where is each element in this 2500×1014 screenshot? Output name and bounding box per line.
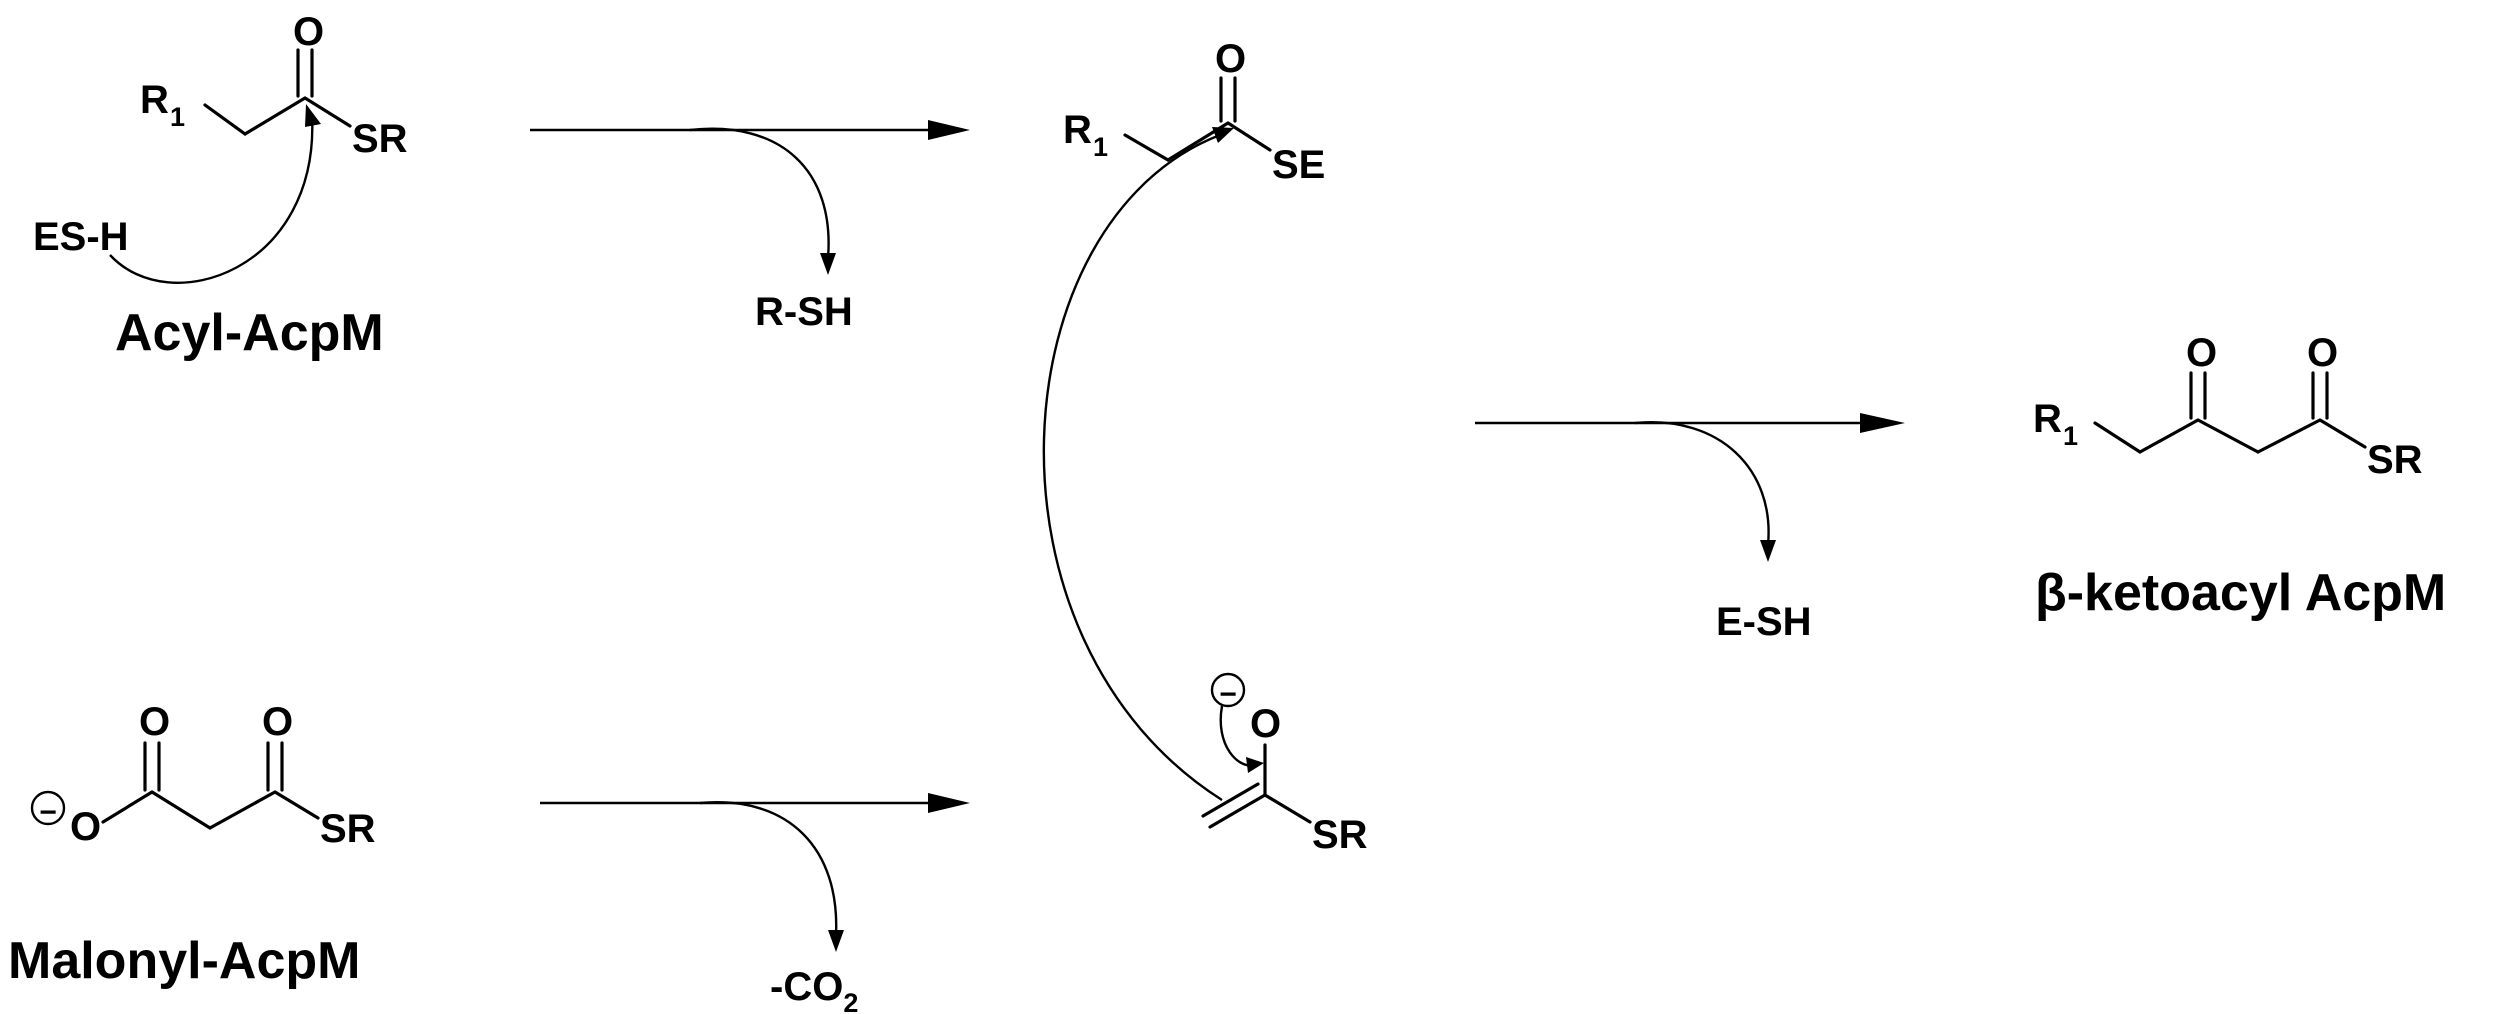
bond-c1-ch2: [150, 790, 212, 830]
enzyme-r-label: R: [1063, 108, 1092, 152]
attack-curly-arrow: [109, 114, 314, 284]
bond-carbonyl-s: [303, 96, 352, 128]
enolate-charge-sign: −: [1219, 678, 1237, 711]
malonyl-keto-o: O: [262, 700, 293, 744]
condensation-curly-arrow: [1042, 133, 1223, 802]
acyl-thioester-label: SR: [352, 117, 408, 161]
acyl-r-label: R: [140, 78, 169, 122]
step2-byproduct: -CO2: [770, 965, 858, 1014]
malonyl-acpm-name: Malonyl-AcpM: [8, 932, 360, 990]
bond-thio-c-s-p: [2318, 418, 2367, 449]
step2-release-head: [828, 930, 844, 952]
bond-enolate-c-ch2-b: [1201, 782, 1260, 818]
bond-ch2-c2: [208, 790, 277, 830]
product-r-subscript: 1: [2063, 421, 2078, 451]
step2-arrowhead: [928, 793, 970, 813]
enzyme-carbonyl-o: O: [1215, 37, 1246, 81]
attack-arrowhead: [305, 104, 321, 127]
step1-arrowhead: [928, 120, 970, 140]
step1-byproduct: R-SH: [755, 290, 853, 334]
step1-release-curve: [689, 127, 830, 259]
bond-r1-ch2-p: [2093, 421, 2142, 454]
step3-arrowhead: [1860, 413, 1905, 433]
bond-enolate-c-s: [1263, 793, 1312, 824]
acyl-nucleophile-label: ES-H: [33, 215, 129, 259]
enolate-charge-circle: [1210, 672, 1246, 708]
step3-release-curve: [1634, 421, 1770, 546]
enolate-o: O: [1250, 702, 1281, 746]
bond-enolate-c-ch2-a: [1208, 793, 1267, 829]
step2-reaction-arrow: -CO2: [540, 793, 970, 1014]
bond-ch2-thio-c-p: [2256, 418, 2322, 454]
malonyl-carboxylate-o: O: [70, 805, 101, 849]
acyl-enzyme-structure: R 1 O SE: [1063, 37, 1325, 187]
step3-reaction-arrow: E-SH: [1475, 413, 1905, 644]
acyl-acpm-structure: R 1 O SR ES-H Acyl-AcpM: [33, 10, 408, 362]
bond-c2-s: [273, 790, 320, 820]
enzyme-r-subscript: 1: [1093, 132, 1108, 162]
step3-byproduct: E-SH: [1716, 600, 1812, 644]
enzyme-thioester-label: SE: [1272, 143, 1325, 187]
bond-ch2-keto-p: [2138, 418, 2200, 454]
step1-release-head: [820, 253, 836, 275]
enolate-thioester-label: SR: [1312, 813, 1368, 857]
step3-release-head: [1760, 540, 1776, 562]
malonyl-acid-o: O: [139, 700, 170, 744]
product-r-label: R: [2033, 397, 2062, 441]
enolate-structure: − O SR: [1042, 127, 1368, 857]
beta-ketoacyl-acpm-name: β-ketoacyl AcpM: [2035, 564, 2446, 622]
step1-reaction-arrow: R-SH: [530, 120, 970, 334]
charge-curly-head: [1246, 757, 1264, 773]
malonyl-charge-sign: −: [39, 796, 57, 829]
bond-ch2-carbonyl: [243, 96, 307, 136]
acyl-r-subscript: 1: [170, 102, 185, 132]
malonyl-acpm-structure: − O O O SR Malonyl-AcpM: [8, 700, 376, 990]
malonyl-charge-circle: [30, 790, 66, 826]
acyl-carbonyl-o: O: [293, 10, 324, 54]
bond-r1-ch2: [203, 103, 247, 136]
malonyl-thioester-label: SR: [320, 807, 376, 851]
bond-o-c1: [101, 790, 154, 824]
bond-r1-ch2-2: [1123, 133, 1170, 162]
beta-ketoacyl-acpm-structure: R 1 O O SR β-ketoacyl AcpM: [2033, 331, 2446, 622]
product-thioester-o: O: [2307, 331, 2338, 375]
condensation-arrowhead: [1212, 127, 1234, 143]
product-thioester-label: SR: [2367, 438, 2423, 482]
bond-keto-ch2-p: [2196, 418, 2260, 454]
step2-release-curve: [699, 801, 838, 936]
product-keto-o: O: [2186, 331, 2217, 375]
acyl-acpm-name: Acyl-AcpM: [115, 304, 384, 362]
bond-carbonyl-s-2: [1226, 121, 1272, 152]
